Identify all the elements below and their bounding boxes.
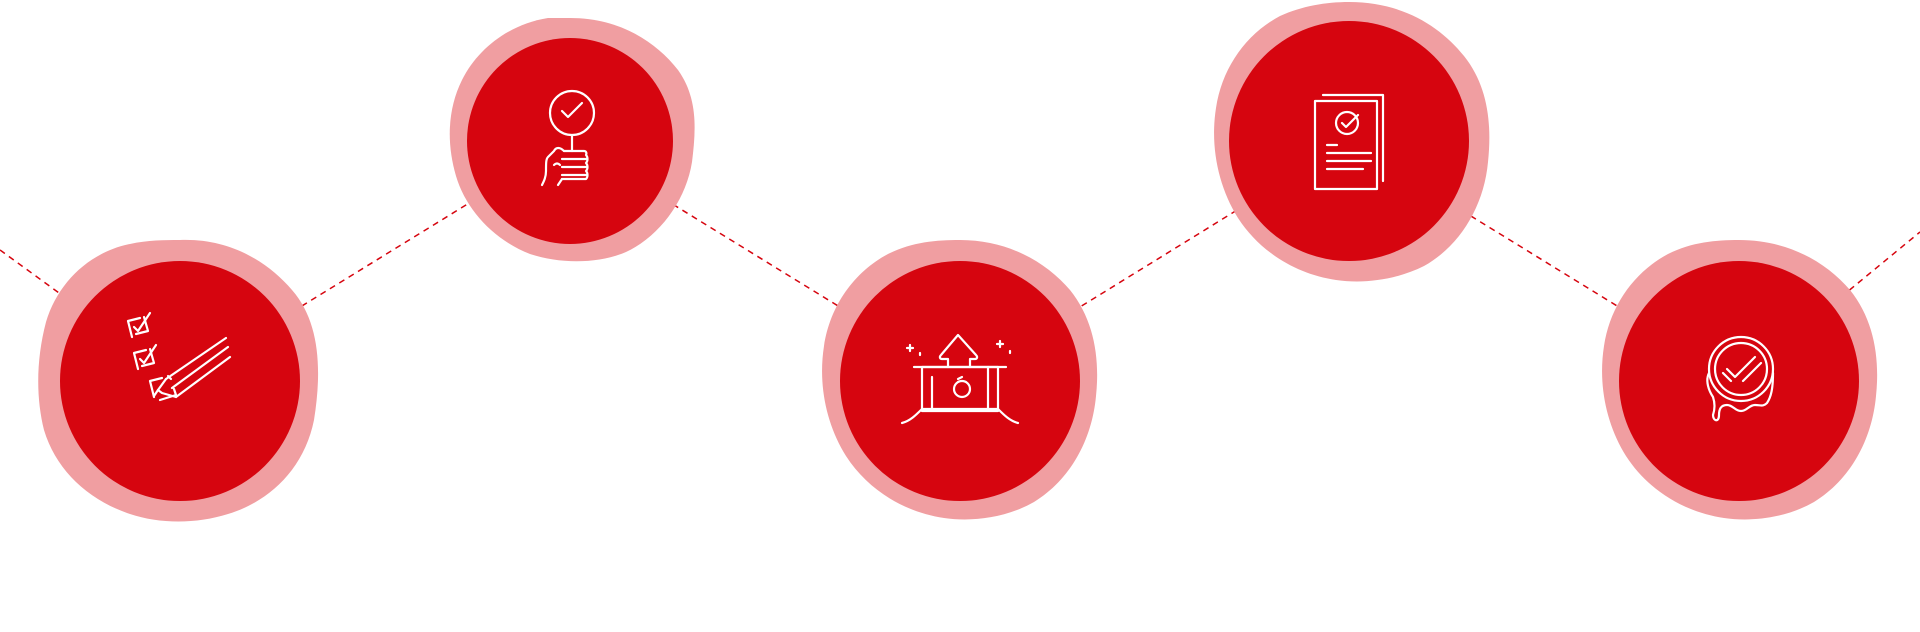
step-5-circle [1619, 261, 1859, 501]
approved-document-icon [1313, 93, 1385, 191]
hand-holding-check-icon [540, 89, 596, 187]
step-5 [1602, 240, 1878, 520]
step-3 [822, 240, 1098, 520]
step-1 [38, 239, 319, 522]
step-2 [449, 18, 695, 262]
step-4 [1214, 2, 1490, 282]
checklist-pencil-icon [126, 311, 232, 402]
step-4-circle [1229, 21, 1469, 261]
certified-seal-icon [1706, 335, 1775, 422]
step-2-circle [467, 38, 673, 244]
cash-register-arrow-icon [900, 333, 1020, 425]
